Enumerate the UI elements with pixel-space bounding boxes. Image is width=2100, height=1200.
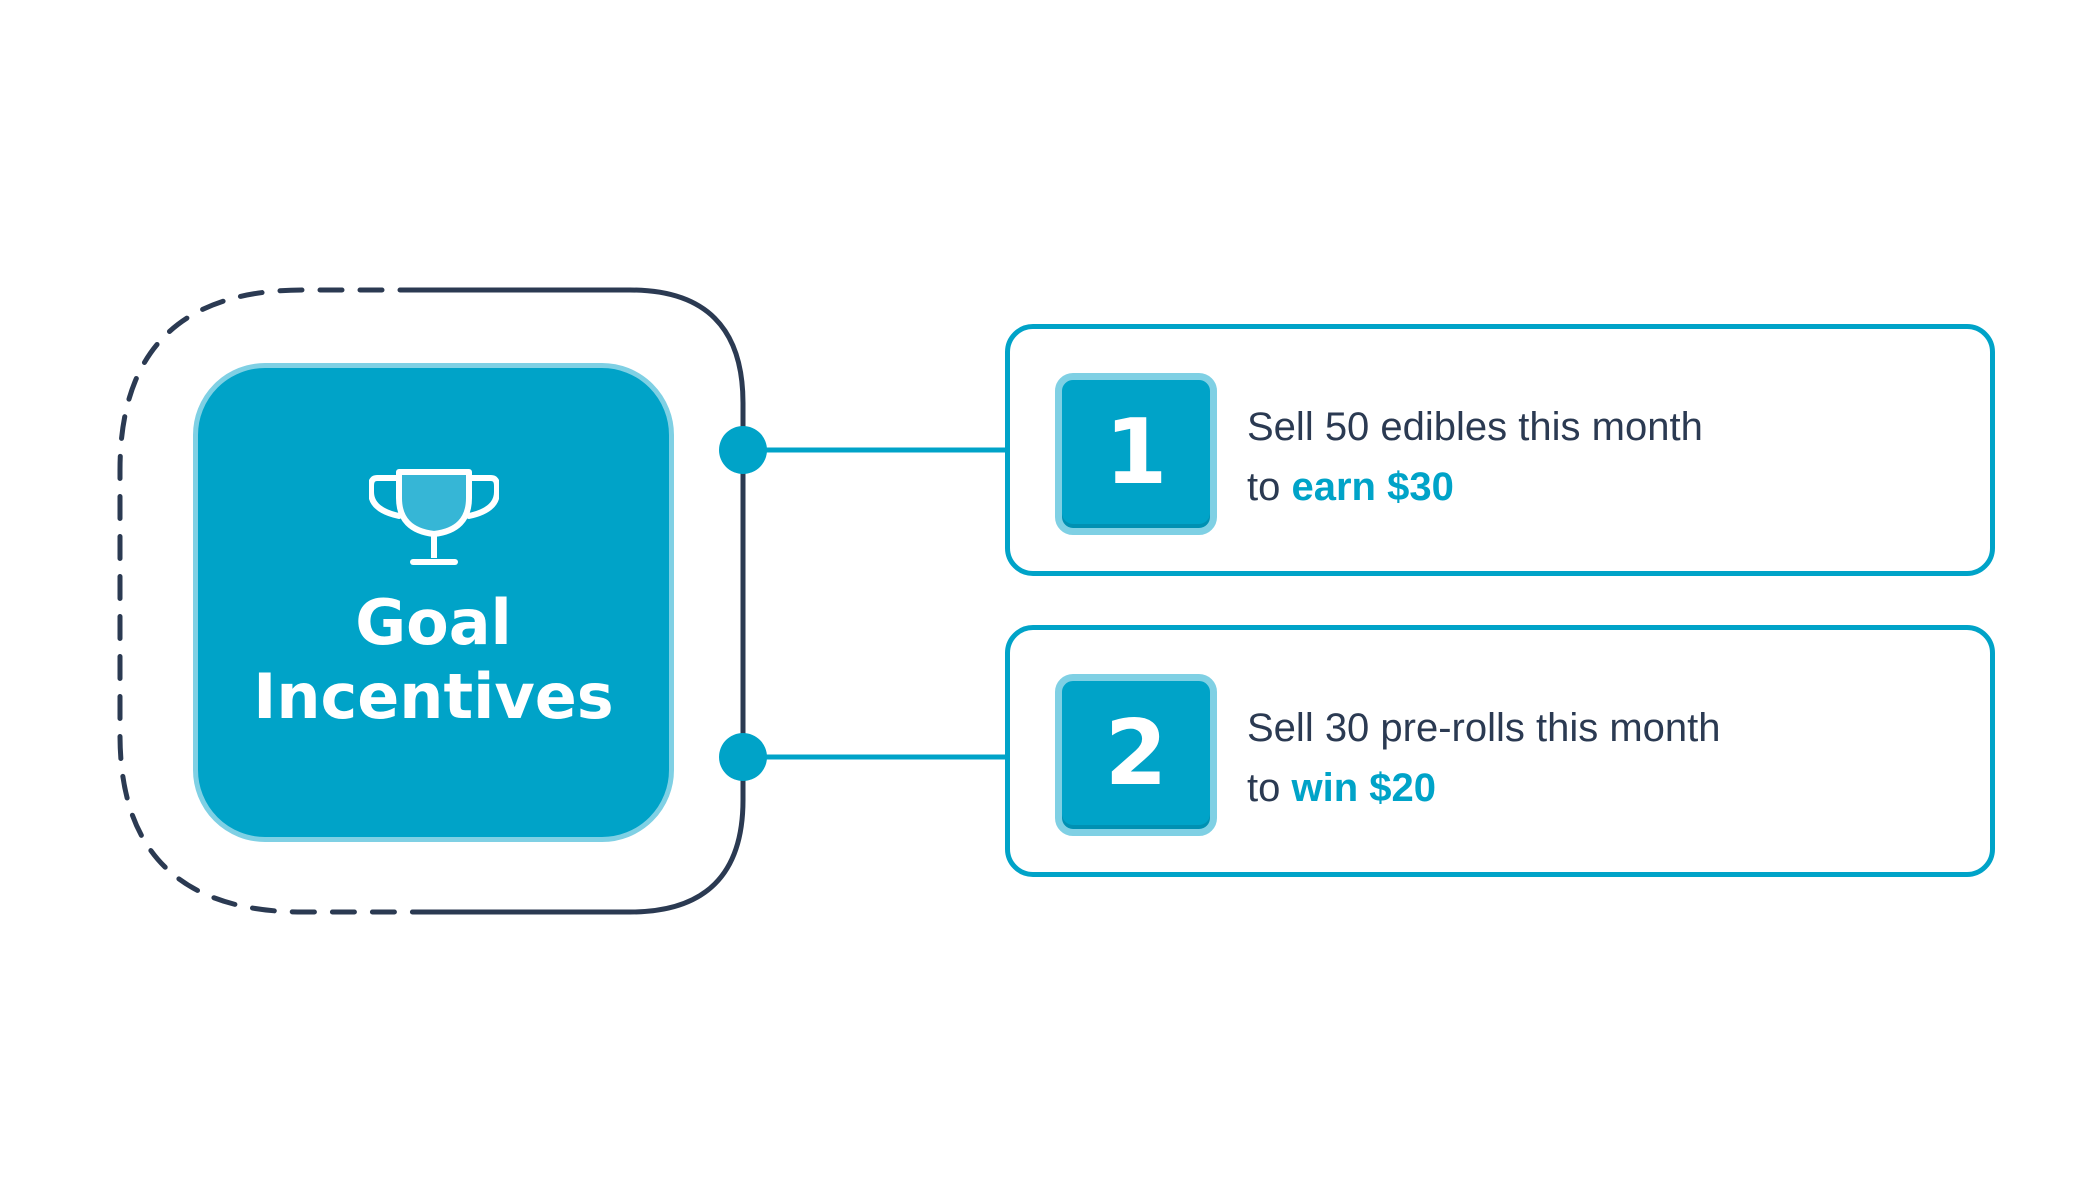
trophy-icon (369, 469, 499, 565)
step-number-1: 1 (1104, 400, 1168, 505)
hub-title: Goal Incentives (198, 586, 669, 734)
incentive-text-1: Sell 50 edibles this month to earn $30 (1247, 397, 1703, 517)
hub-title-line-2: Incentives (253, 660, 614, 733)
step-number-badge-2: 2 (1055, 674, 1217, 836)
incentive-reward-1: earn $30 (1291, 465, 1454, 509)
incentive-text-2: Sell 30 pre-rolls this month to win $20 (1247, 698, 1721, 818)
incentive-card-1: 1 Sell 50 edibles this month to earn $30 (1005, 324, 1995, 576)
incentive-goal-2: Sell 30 pre-rolls this month (1247, 706, 1721, 750)
incentive-reward-prefix-2: to (1247, 766, 1281, 810)
goal-incentives-hub: Goal Incentives (193, 363, 674, 842)
incentive-goal-1: Sell 50 edibles this month (1247, 405, 1703, 449)
incentive-reward-prefix-1: to (1247, 465, 1281, 509)
step-number-2: 2 (1104, 701, 1168, 806)
connector-dot-2 (719, 733, 767, 781)
outer-frame-solid (422, 287, 746, 915)
step-number-badge-1: 1 (1055, 373, 1217, 535)
hub-title-line-1: Goal (355, 586, 512, 659)
incentive-reward-line-1: to earn $30 (1247, 457, 1703, 517)
outer-frame-dashed (117, 287, 425, 915)
incentive-card-2: 2 Sell 30 pre-rolls this month to win $2… (1005, 625, 1995, 877)
incentive-reward-2: win $20 (1291, 766, 1436, 810)
incentive-reward-line-2: to win $20 (1247, 758, 1721, 818)
connector-dot-1 (719, 426, 767, 474)
